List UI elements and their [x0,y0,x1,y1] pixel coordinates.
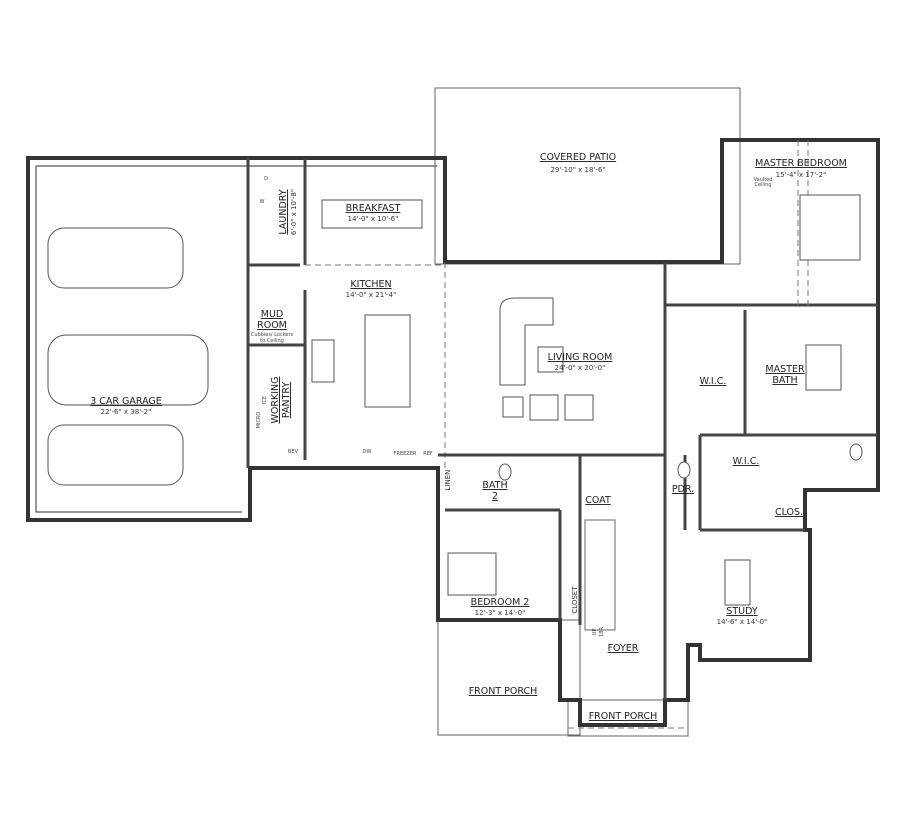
dining-table-icon [321,199,423,229]
bedroom-2-dims: 12'-3" x 14'-0" [475,609,526,617]
stair-risers-label: 18R [599,627,605,637]
living-room-dims: 24'-0" x 20'-0" [555,364,606,372]
front-porch-label: FRONT PORCH [469,686,538,697]
staircase-icon [584,519,616,631]
freezer-label: FREEZER [394,451,417,457]
garage-dims: 22'-6" x 38'-2" [101,408,152,416]
kitchen-label: KITCHEN [350,279,391,290]
breakfast-label: BREAKFAST [346,203,401,214]
coat-label: COAT [585,495,611,506]
clos-label: CLOS. [775,507,803,518]
bed-icon [447,552,497,596]
bathtub-icon [805,344,842,391]
dw-label: DW [363,449,372,455]
bath-2-label: 2 [492,491,498,502]
mud-room-note: Cubbies/ Lockers [251,332,294,338]
living-room-label: LIVING ROOM [548,352,613,363]
mud-room-label: ROOM [257,320,287,331]
car-icon [47,424,184,486]
interior-walls [246,140,878,700]
toilet-icon [498,463,512,481]
cooktop-icon [311,339,335,383]
breakfast-dims: 14'-0" x 10'-6" [348,215,399,223]
covered-patio-outline [434,87,741,265]
cars [47,227,209,486]
armchair-icon [529,394,559,421]
master-bath-label: MASTER [765,364,805,375]
toilet-icon [849,443,863,461]
front-porch-label: FRONT PORCH [589,711,658,722]
closet-label: CLOSET [571,586,579,614]
bath-2-label: BATH [482,480,507,491]
micro-label: MICRO [256,412,262,429]
armchair-icon [564,394,594,421]
stair-up-label: UP [592,629,598,636]
linen-label: LINEN [444,470,452,491]
vaulted-ceiling-note: Ceiling [754,182,771,188]
toilet-icon [677,461,691,479]
working-pantry-label: PANTRY [281,382,292,419]
dryer-label: D [264,176,268,182]
side-table-icon [502,396,524,418]
wic-label: W.I.C. [733,456,760,467]
bed-icon [799,194,861,261]
study-dims: 14'-6" x 14'-0" [717,618,768,626]
ref-label: REF [423,451,433,457]
sectional-sofa-icon [499,297,554,386]
covered-patio-label: COVERED PATIO [540,152,616,163]
master-bedroom-label: MASTER BEDROOM [755,158,847,169]
kitchen-dims: 14'-0" x 21'-4" [346,291,397,299]
study-label: STUDY [726,606,758,617]
exterior-wall [26,138,880,727]
washer-label: W [260,199,265,205]
kitchen-island-icon [364,314,411,408]
bedroom-2-label: BEDROOM 2 [471,597,530,608]
car-icon [47,334,209,406]
vaulted-ceiling-note: Vaulted [754,177,773,183]
front-porch-entry-outline [567,699,689,737]
covered-patio-dims: 29'-10" x 18'-6" [550,166,605,174]
car-icon [47,227,184,289]
pdr-label: PDR. [672,484,694,495]
master-bedroom-dims: 15'-4" x 17'-2" [776,171,827,179]
foyer-label: FOYER [608,643,639,654]
master-bath-label: BATH [772,375,797,386]
mud-room-label: MUD [261,309,283,320]
bev-label: BEV [288,449,299,455]
wic-label: W.I.C. [700,376,727,387]
desk-icon [724,559,751,606]
laundry-dims: 6'-0" x 10'-8" [290,189,298,235]
coffee-table-icon [537,346,564,373]
working-pantry-label: WORKING [270,377,281,424]
ice-label: ICE [262,396,268,404]
garage-label: 3 CAR GARAGE [90,396,162,407]
laundry-label: LAUNDRY [278,189,289,234]
mud-room-note: to Ceiling [260,338,284,344]
